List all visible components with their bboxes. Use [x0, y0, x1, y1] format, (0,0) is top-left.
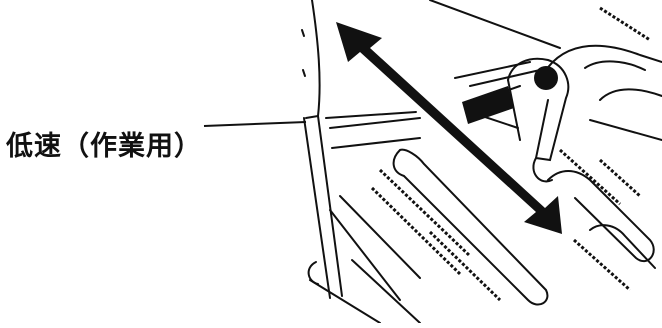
housing-tick: [302, 69, 306, 77]
speed-guide-slot: [589, 224, 656, 269]
plate-line: [339, 195, 421, 279]
callout-leader-line: [203, 121, 307, 127]
rod-base: [307, 261, 319, 285]
slot-marking: [378, 168, 472, 258]
speed-guide-slot: [392, 148, 549, 306]
slot-marking: [370, 186, 462, 276]
lever-rod-top: [305, 115, 319, 119]
lever-rod: [303, 117, 331, 299]
lever-handle: [532, 157, 553, 183]
plate-line: [329, 117, 421, 129]
gate-outline: [584, 60, 646, 71]
gate-outline: [589, 119, 662, 141]
lever-plate: [462, 86, 514, 124]
lever-knob-icon: [534, 66, 558, 90]
lever-rod: [317, 115, 343, 297]
plate-line: [351, 259, 421, 324]
slot-marking: [428, 230, 502, 302]
slot-marking: [573, 238, 631, 292]
plate-line: [331, 137, 421, 149]
panel-edge-top: [429, 0, 561, 49]
slot-marking: [558, 148, 622, 206]
panel-edge: [469, 69, 541, 87]
slot-marking: [599, 6, 651, 42]
housing-edge: [311, 0, 321, 117]
speed-guide-slot: [547, 170, 655, 263]
lever-handle: [507, 57, 570, 162]
plate-line: [325, 111, 417, 119]
callout-label-low-speed: 低速（作業用）: [6, 131, 202, 162]
plate-line: [309, 279, 381, 324]
gate-outline: [599, 88, 662, 101]
double-headed-arrow-icon: [336, 22, 562, 234]
slot-marking: [598, 158, 642, 198]
plate-line: [329, 209, 401, 301]
housing-tick: [301, 29, 305, 37]
